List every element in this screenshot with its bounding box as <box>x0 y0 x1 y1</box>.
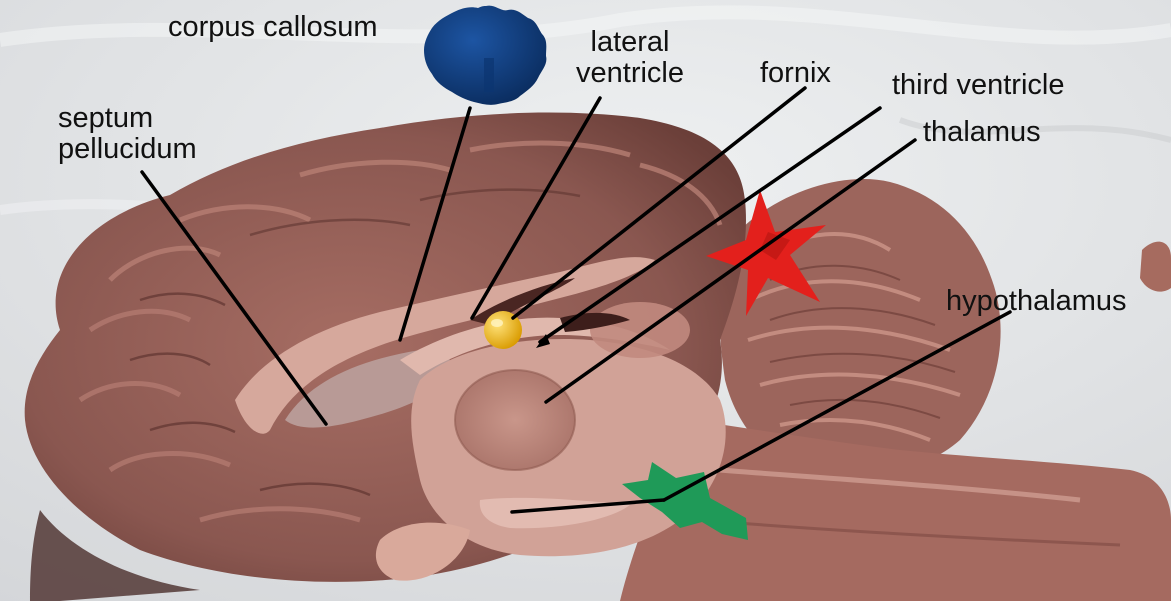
leader-line-hypothalamus-a <box>662 310 1012 502</box>
label-septum-pellucidum: septum pellucidum <box>58 102 197 165</box>
brainstem <box>620 420 1171 601</box>
label-fornix: fornix <box>760 57 831 89</box>
label-corpus-callosum: corpus callosum <box>168 11 378 43</box>
blue-marker-pin <box>424 5 547 105</box>
leader-line-third-ventricle <box>538 106 882 344</box>
label-hypothalamus: hypothalamus <box>946 285 1127 317</box>
leader-line-hypothalamus-b <box>510 498 666 514</box>
label-third-ventricle: third ventricle <box>892 69 1065 101</box>
thalamus-region <box>455 370 575 470</box>
corpus-callosum-region <box>235 257 655 434</box>
leader-line-thalamus <box>544 138 917 404</box>
leader-line-septum-pellucidum <box>140 170 328 426</box>
septum-pellucidum-region <box>285 349 451 428</box>
leader-line-corpus-callosum <box>398 106 472 342</box>
label-thalamus: thalamus <box>923 116 1041 148</box>
tissue-fragment <box>1140 241 1171 292</box>
leader-line-fornix <box>511 86 807 320</box>
green-star-marker-pin <box>622 462 748 540</box>
leader-line-lateral-ventricle <box>470 96 602 320</box>
leader-lines <box>140 86 1012 514</box>
arrowhead-third-ventricle <box>536 334 550 348</box>
optic-chiasm-region <box>375 522 470 581</box>
label-lateral-ventricle: lateral ventricle <box>576 26 684 89</box>
